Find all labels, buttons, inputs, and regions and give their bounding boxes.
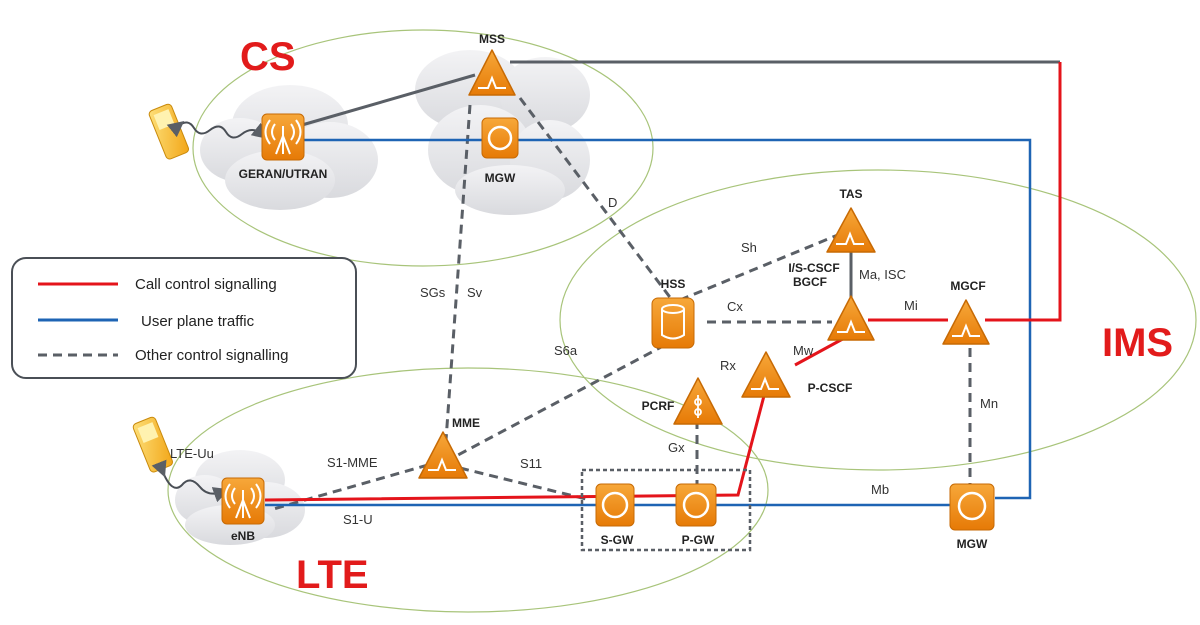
phone-icon [148, 103, 190, 160]
iface-sgs: SGs [420, 285, 446, 300]
mgcf-node: MGCF [942, 279, 990, 345]
pcscf-label: P-CSCF [808, 381, 853, 395]
radio-link-cs [166, 121, 269, 139]
sgw-label: S-GW [601, 533, 634, 547]
iscscf-label: I/S-CSCF [788, 261, 839, 275]
iface-cx: Cx [727, 299, 743, 314]
legend-other-control: Other control signalling [135, 347, 288, 364]
mme-label: MME [452, 416, 480, 430]
iface-s1-u: S1-U [343, 512, 373, 527]
domain-label-cs: CS [240, 35, 296, 79]
iface-sh: Sh [741, 240, 757, 255]
domain-label-lte: LTE [296, 553, 369, 597]
pgw-label: P-GW [682, 533, 715, 547]
radio-link-lte [151, 459, 230, 503]
cs-domain-ellipse [192, 29, 654, 267]
iface-s6a: S6a [554, 343, 578, 358]
database-icon [661, 304, 685, 340]
legend-call-control: Call control signalling [135, 276, 277, 293]
ims-domain-ellipse [559, 169, 1197, 471]
geran-utran-label: GERAN/UTRAN [239, 167, 328, 181]
antenna-icon [224, 483, 262, 519]
iscscf-bgcf-node: I/S-CSCF BGCF [788, 261, 875, 341]
iface-s11: S11 [520, 456, 542, 471]
mgcf-label: MGCF [950, 279, 985, 293]
tas-node: TAS [826, 187, 876, 253]
tas-label: TAS [839, 187, 862, 201]
antenna-icon [264, 119, 302, 155]
iface-rx: Rx [720, 358, 736, 373]
mss-node: MSS [468, 32, 516, 96]
sgw-node: S-GW [595, 483, 635, 547]
iface-mw: Mw [793, 343, 814, 358]
mgw-cs-node: MGW [481, 117, 519, 185]
pcrf-node: PCRF [642, 377, 723, 425]
phone-icon [132, 416, 174, 473]
bgcf-label: BGCF [793, 275, 827, 289]
pcrf-label: PCRF [642, 399, 675, 413]
mme-node: MME [418, 416, 480, 479]
enb-label: eNB [231, 529, 255, 543]
iface-s1-mme: S1-MME [327, 455, 378, 470]
iface-mn: Mn [980, 396, 998, 411]
mss-label: MSS [479, 32, 505, 46]
user-plane-links [265, 138, 1032, 507]
geran-utran-node: GERAN/UTRAN [239, 113, 328, 181]
pgw-node: P-GW [675, 483, 717, 547]
domain-label-ims: IMS [1102, 321, 1173, 365]
gateway-group-box [580, 468, 752, 552]
iface-ma-isc: Ma, ISC [859, 267, 906, 282]
iface-lte-uu: LTE-Uu [170, 446, 214, 461]
other-control-links [269, 97, 972, 512]
hss-label: HSS [661, 277, 686, 291]
mgw-ims-label: MGW [957, 537, 988, 551]
iface-sv: Sv [467, 285, 483, 300]
legend-user-plane: User plane traffic [141, 313, 255, 330]
iface-d: D [608, 195, 617, 210]
geran-to-mss-link [301, 73, 476, 127]
iface-gx: Gx [668, 440, 685, 455]
policy-icon [694, 395, 702, 418]
iface-mi: Mi [904, 298, 918, 313]
mgw-ims-node: MGW [949, 483, 995, 551]
iface-mb: Mb [871, 482, 889, 497]
mgw-cs-label: MGW [485, 171, 516, 185]
enb-node: eNB [221, 477, 265, 543]
legend: Call control signalling User plane traff… [11, 257, 357, 379]
hss-node: HSS [651, 277, 695, 349]
pcscf-node: P-CSCF [741, 351, 853, 398]
